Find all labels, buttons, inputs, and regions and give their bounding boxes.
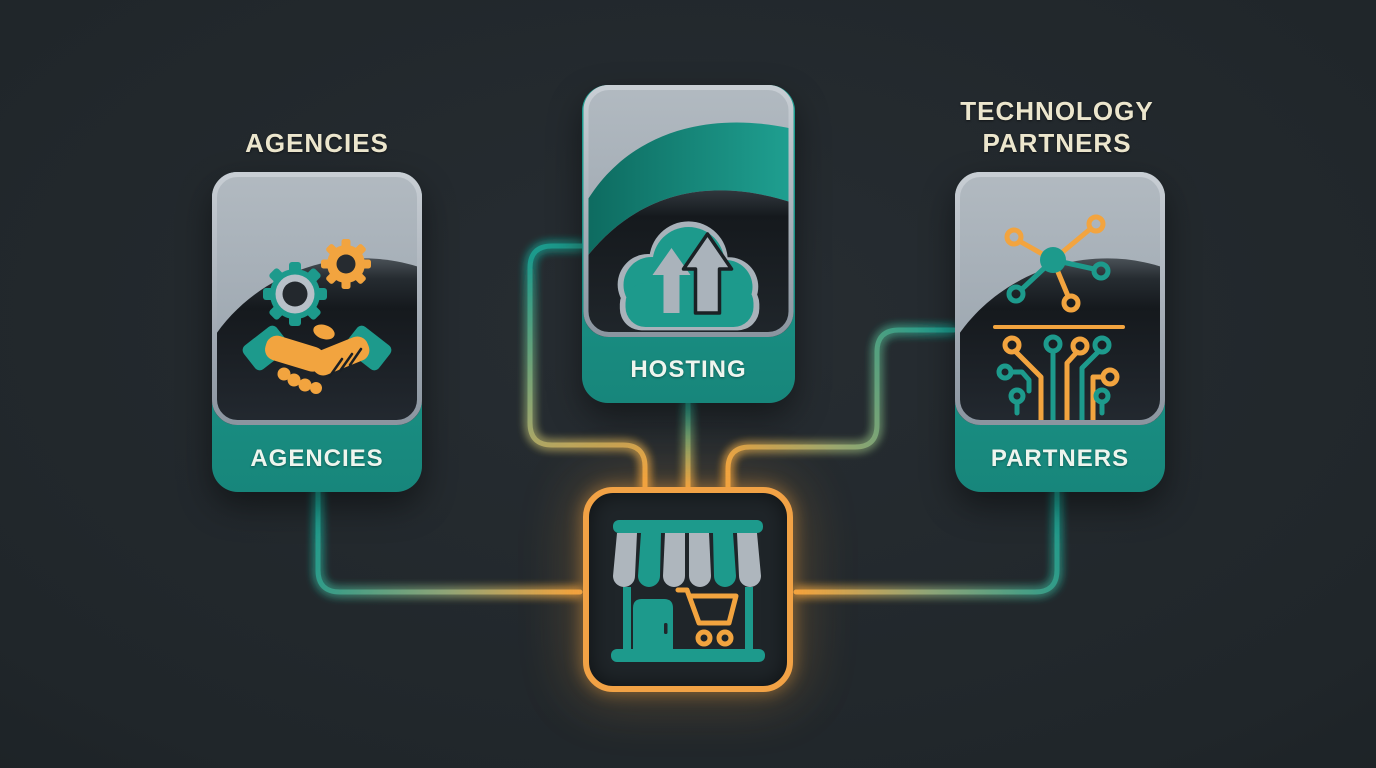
- store-base: [611, 649, 765, 662]
- store-wall-left: [623, 587, 631, 652]
- label-technology-partners-line2: PARTNERS: [982, 128, 1132, 158]
- connector-agencies-store: [315, 487, 583, 595]
- connector-partners-bottom-store: [793, 487, 1060, 595]
- network-nodes-icon: [1004, 214, 1111, 313]
- connector-partners-left-store: [725, 327, 957, 492]
- arrow-up-small-icon: [652, 248, 691, 313]
- label-technology-partners-line1: TECHNOLOGY: [960, 96, 1154, 126]
- label-technology-partners: TECHNOLOGY PARTNERS: [905, 95, 1209, 159]
- card-agencies-label: AGENCIES: [250, 445, 384, 472]
- store-wall-right: [745, 587, 753, 652]
- teal-arc-band: [583, 122, 794, 261]
- door-handle: [664, 623, 668, 634]
- card-agencies: AGENCIES: [212, 172, 422, 492]
- partners-icon-panel: [955, 172, 1165, 425]
- card-hosting: HOSTING: [582, 85, 795, 403]
- connector-hosting-left-store: [527, 243, 648, 492]
- arrow-up-large-icon: [681, 232, 734, 315]
- handshake-icon: [242, 324, 392, 394]
- agencies-icon-panel: [212, 172, 422, 425]
- card-partners-label: PARTNERS: [990, 445, 1130, 472]
- door-icon: [633, 599, 673, 655]
- card-hosting-label: HOSTING: [630, 356, 747, 383]
- storefront-icon: [611, 520, 765, 662]
- circuit-board-icon: [996, 334, 1120, 425]
- gear-teal-icon: [263, 262, 327, 326]
- awning-stripes: [613, 533, 761, 587]
- shopping-cart-icon: [675, 587, 739, 647]
- card-partners: PARTNERS: [955, 172, 1165, 492]
- gear-orange-icon: [321, 239, 371, 289]
- hosting-icon-panel: [583, 85, 794, 337]
- label-agencies: AGENCIES: [245, 128, 389, 158]
- store-node: [583, 487, 793, 692]
- cloud-upload-icon: [617, 221, 760, 331]
- awning-bar: [613, 520, 763, 533]
